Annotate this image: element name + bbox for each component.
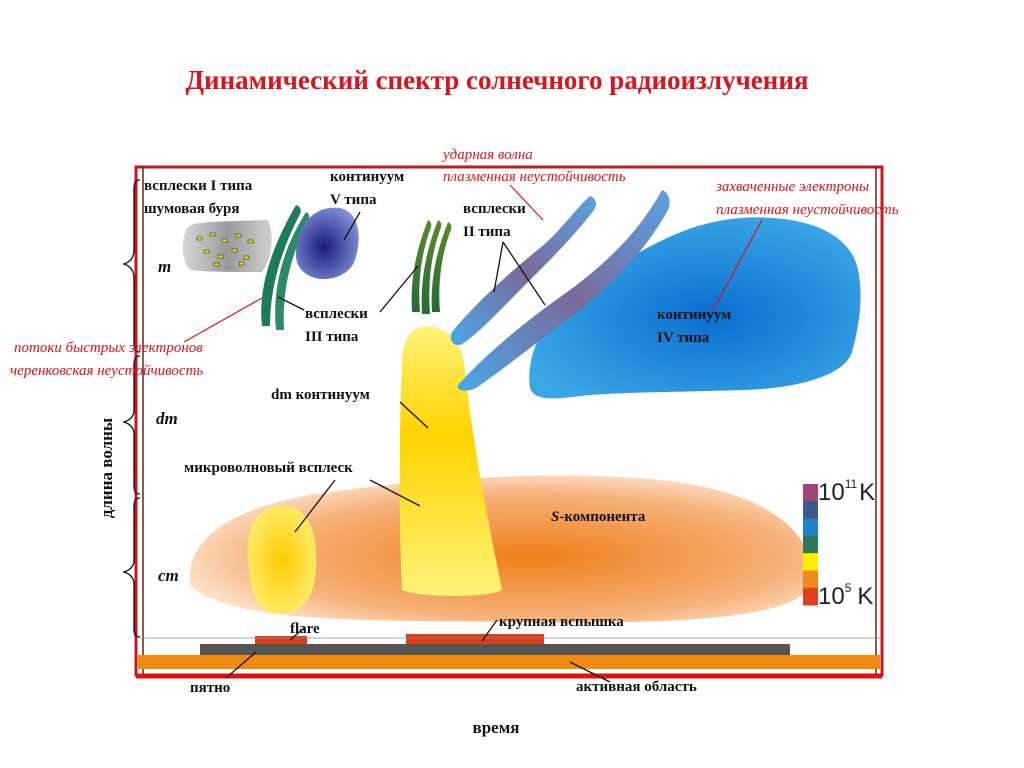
big-flare-bar <box>406 634 544 644</box>
type-iii-burst-left-1 <box>261 205 301 326</box>
y-axis-label: длина волны <box>97 418 116 518</box>
label-type1-line2: шумовая буря <box>144 201 239 217</box>
noise-storm-dots <box>196 232 254 267</box>
label-type3-line2: III типа <box>305 329 359 345</box>
label-type2-line1: всплески <box>463 201 526 217</box>
dm-continuum-column <box>399 326 502 596</box>
cm-band-brace <box>121 497 141 638</box>
label-type1-line1: всплески I типа <box>144 178 253 194</box>
type-ii-burst-lower <box>457 190 670 391</box>
label-type3-line1: всплески <box>305 306 368 322</box>
label-dm-continuum: dm континуум <box>271 387 370 403</box>
label-active-region: активная область <box>576 679 697 695</box>
label-fast-line2: черенковская неустойчивость <box>10 363 203 379</box>
scale-swatch-6 <box>803 587 818 606</box>
label-trapped-line1: захваченные электроны <box>715 179 869 195</box>
scale-swatch-0 <box>803 484 818 502</box>
scale-swatch-1 <box>803 501 818 519</box>
band-label-dm: dm <box>156 409 178 428</box>
scale-swatch-4 <box>803 553 818 571</box>
label-contv-line1: континуум <box>330 169 404 185</box>
band-label-m: m <box>158 257 171 276</box>
scale-top-label: 1011K <box>818 477 875 506</box>
noise-storm-region <box>182 220 272 272</box>
label-s-component: S-компонента <box>551 509 646 525</box>
scale-swatch-5 <box>803 570 818 589</box>
type-iii-burst-center-2 <box>421 220 442 314</box>
type-ii-burst-upper <box>450 196 597 346</box>
label-shock-line2: плазменная неустойчивость <box>443 169 626 185</box>
red-leader-lines <box>183 184 763 343</box>
label-trapped-line2: плазменная неустойчивость <box>716 202 899 218</box>
label-big-flare: крупная вспышка <box>499 614 624 630</box>
label-fast-line1: потоки быстрых электронов <box>14 340 203 356</box>
page-title: Динамический спектр солнечного радиоизлу… <box>185 65 808 95</box>
type-iii-burst-center-1 <box>411 220 432 312</box>
x-axis-label: время <box>473 718 520 737</box>
continuum-v-blob <box>295 207 359 280</box>
label-microwave: микроволновый всплеск <box>184 460 353 476</box>
microwave-burst-blob <box>247 505 317 614</box>
continuum-iv-region <box>529 217 861 399</box>
s-component-region <box>189 475 812 623</box>
scale-swatch-2 <box>803 518 818 537</box>
label-shock-line1: ударная волна <box>441 147 533 163</box>
label-contiv-line2: IV типа <box>657 330 710 346</box>
dm-band-brace <box>121 355 141 495</box>
spot-bar <box>200 644 790 655</box>
band-label-cm: cm <box>158 566 179 585</box>
scale-swatch-3 <box>803 535 818 554</box>
label-contv-line2: V типа <box>330 192 377 208</box>
active-region-bar <box>138 655 880 669</box>
m-band-brace <box>121 179 141 353</box>
type-iii-burst-center-3 <box>431 222 452 312</box>
leader-lines <box>225 211 611 683</box>
label-contiv-line1: континуум <box>657 307 731 323</box>
temperature-color-scale <box>803 484 818 606</box>
label-flare: flare <box>290 621 320 637</box>
label-spot: пятно <box>190 680 230 696</box>
label-type2-line2: II типа <box>463 224 511 240</box>
flare-small-bar <box>255 636 307 644</box>
